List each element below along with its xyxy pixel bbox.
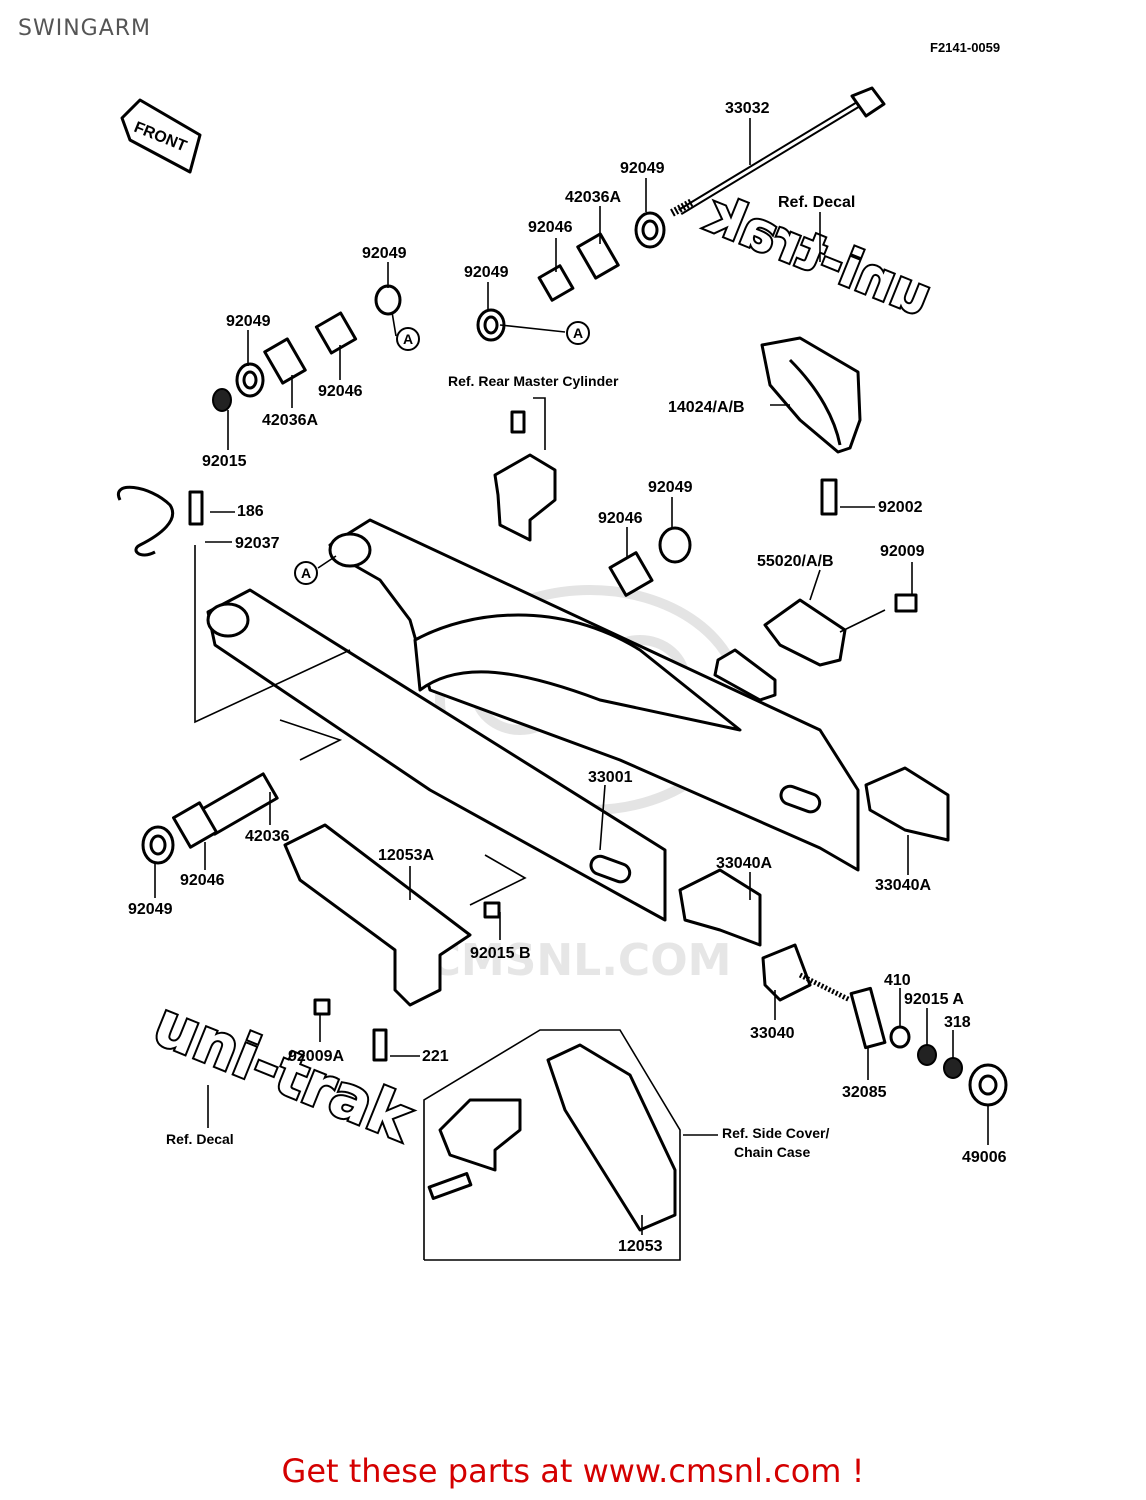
callout-a-2: A	[396, 327, 420, 351]
label-12053a: 12053A	[378, 847, 434, 864]
label-318: 318	[944, 1014, 971, 1031]
lower-bushing-set	[141, 772, 279, 865]
top-bushing-set	[476, 211, 666, 342]
callout-a-1: A	[566, 321, 590, 345]
label-33032: 33032	[725, 100, 770, 117]
left-bushing-set	[212, 284, 402, 412]
label-ref-master-cylinder: Ref. Rear Master Cylinder	[448, 373, 619, 389]
label-33040a: 33040A	[716, 855, 772, 872]
pivot-shaft	[670, 86, 886, 217]
svg-text:A: A	[403, 331, 413, 347]
chain-slider	[283, 823, 501, 1007]
label-92046: 92046	[318, 383, 363, 400]
brake-hose-clamp	[116, 485, 204, 557]
label-92015b: 92015 B	[470, 945, 531, 962]
label-42036: 42036	[245, 828, 290, 845]
label-186: 186	[237, 503, 264, 520]
label-42036a: 42036A	[262, 412, 318, 429]
callout-a-3: A	[294, 555, 337, 585]
label-92046: 92046	[598, 510, 643, 527]
label-92037: 92037	[235, 535, 280, 552]
caliper-bracket	[713, 593, 918, 702]
label-ref-decal: Ref. Decal	[778, 194, 855, 211]
label-ref-side-cover: Ref. Side Cover/	[722, 1125, 829, 1141]
label-92046: 92046	[528, 219, 573, 236]
label-92049: 92049	[464, 264, 509, 281]
label-92002: 92002	[878, 499, 923, 516]
label-92049: 92049	[620, 160, 665, 177]
label-92009: 92009	[880, 543, 925, 560]
page-title: SWINGARM	[18, 16, 152, 41]
watermark-text: CMSNL.COM	[429, 935, 732, 986]
label-92015a: 92015 A	[904, 991, 964, 1008]
label-32085: 32085	[842, 1084, 887, 1101]
label-33001: 33001	[588, 769, 633, 786]
label-33040: 33040	[750, 1025, 795, 1042]
label-410: 410	[884, 972, 911, 989]
front-arrow-icon: FRONT	[120, 98, 202, 174]
label-49006: 49006	[962, 1149, 1007, 1166]
chain-adjusters	[678, 766, 1008, 1107]
label-42036a: 42036A	[565, 189, 621, 206]
label-chain-case: Chain Case	[734, 1144, 810, 1160]
mid-bushing-set	[608, 526, 692, 597]
side-cover-group	[313, 998, 681, 1261]
leader-lines	[154, 118, 989, 1235]
label-92046: 92046	[180, 872, 225, 889]
label-92015: 92015	[202, 453, 247, 470]
label-92009a: 92009A	[288, 1048, 344, 1065]
label-92049: 92049	[226, 313, 271, 330]
svg-text:A: A	[301, 565, 311, 581]
label-92049: 92049	[362, 245, 407, 262]
label-12053: 12053	[618, 1238, 663, 1255]
label-92049: 92049	[648, 479, 693, 496]
footer-link[interactable]: Get these parts at www.cmsnl.com !	[281, 1452, 865, 1490]
label-33040a: 33040A	[875, 877, 931, 894]
master-cylinder-bracket	[493, 410, 557, 542]
label-92049: 92049	[128, 901, 173, 918]
label-14024: 14024/A/B	[668, 399, 745, 416]
diagram-code: F2141-0059	[930, 40, 1001, 55]
label-ref-decal: Ref. Decal	[166, 1131, 234, 1147]
part-labels: 33032 92049 42036A 92046 92049 Ref. Deca…	[128, 100, 1007, 1255]
label-221: 221	[422, 1048, 449, 1065]
svg-text:A: A	[573, 325, 583, 341]
swingarm-main	[206, 518, 860, 922]
chain-guard-upper	[760, 336, 862, 516]
label-55020: 55020/A/B	[757, 553, 834, 570]
